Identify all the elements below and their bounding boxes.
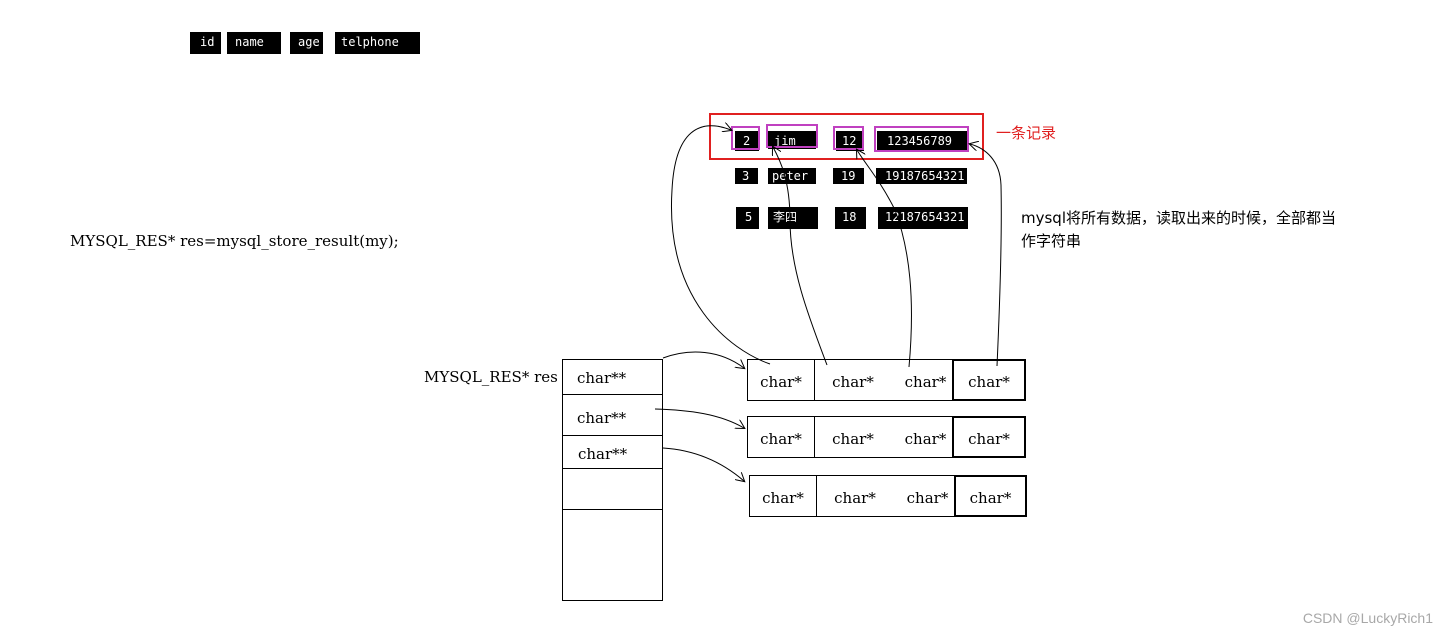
char-row-3-cell-3: char* xyxy=(893,475,955,517)
watermark: CSDN @LuckyRich1 xyxy=(1302,610,1433,626)
row1-age: 12 xyxy=(836,131,864,151)
row2-name: peter xyxy=(768,168,816,184)
arrow-res2-to-row2 xyxy=(654,408,744,428)
row1-id-highlight xyxy=(731,126,760,150)
res-label: MYSQL_RES* res xyxy=(424,368,558,386)
note-line-2: 作字符串 xyxy=(1021,232,1082,250)
row3-name: 李四 xyxy=(768,207,818,229)
row3-telphone: 12187654321 xyxy=(878,207,968,229)
header-telphone: telphone xyxy=(335,32,420,54)
header-name: name xyxy=(227,32,281,54)
res-cell-4 xyxy=(562,468,663,510)
row2-age: 19 xyxy=(833,168,864,184)
char-row-2-cell-1: char* xyxy=(747,416,815,458)
arrow-cell4-to-tel xyxy=(970,144,1002,367)
header-id: id xyxy=(190,32,221,54)
char-row-2-cell-2: char* xyxy=(814,416,892,458)
note-line-1: mysql将所有数据，读取出来的时候，全部都当 xyxy=(1021,209,1336,227)
row2-id: 3 xyxy=(735,168,758,184)
arrow-cell1-to-id xyxy=(671,126,771,365)
char-row-3-cell-1: char* xyxy=(749,475,817,517)
code-line: MYSQL_RES* res=mysql_store_result(my); xyxy=(70,232,399,250)
row3-age: 18 xyxy=(835,207,866,229)
char-row-3-cell-2: char* xyxy=(816,475,894,517)
record-label: 一条记录 xyxy=(996,124,1057,142)
char-row-1-cell-2: char* xyxy=(814,359,892,401)
row1-age-highlight xyxy=(833,126,864,150)
row3-id: 5 xyxy=(736,207,759,229)
char-row-1-cell-4: char* xyxy=(952,359,1026,401)
char-row-1-cell-1: char* xyxy=(747,359,815,401)
row1-telphone: 123456789 xyxy=(877,131,967,151)
char-row-2-cell-3: char* xyxy=(891,416,953,458)
res-cell-2: char** xyxy=(562,394,663,436)
arrow-res1-to-row1 xyxy=(662,351,744,368)
res-cell-3: char** xyxy=(562,435,663,469)
res-cell-1: char** xyxy=(562,359,663,395)
char-row-3-cell-4: char* xyxy=(954,475,1027,517)
row1-name: jim xyxy=(768,131,816,149)
arrow-res3-to-row3 xyxy=(662,447,744,481)
char-row-2-cell-4: char* xyxy=(952,416,1026,458)
header-age: age xyxy=(290,32,323,54)
row1-telphone-highlight xyxy=(874,126,969,152)
row2-telphone: 19187654321 xyxy=(876,168,967,184)
char-row-1-cell-3: char* xyxy=(891,359,953,401)
row1-name-highlight xyxy=(766,124,818,148)
